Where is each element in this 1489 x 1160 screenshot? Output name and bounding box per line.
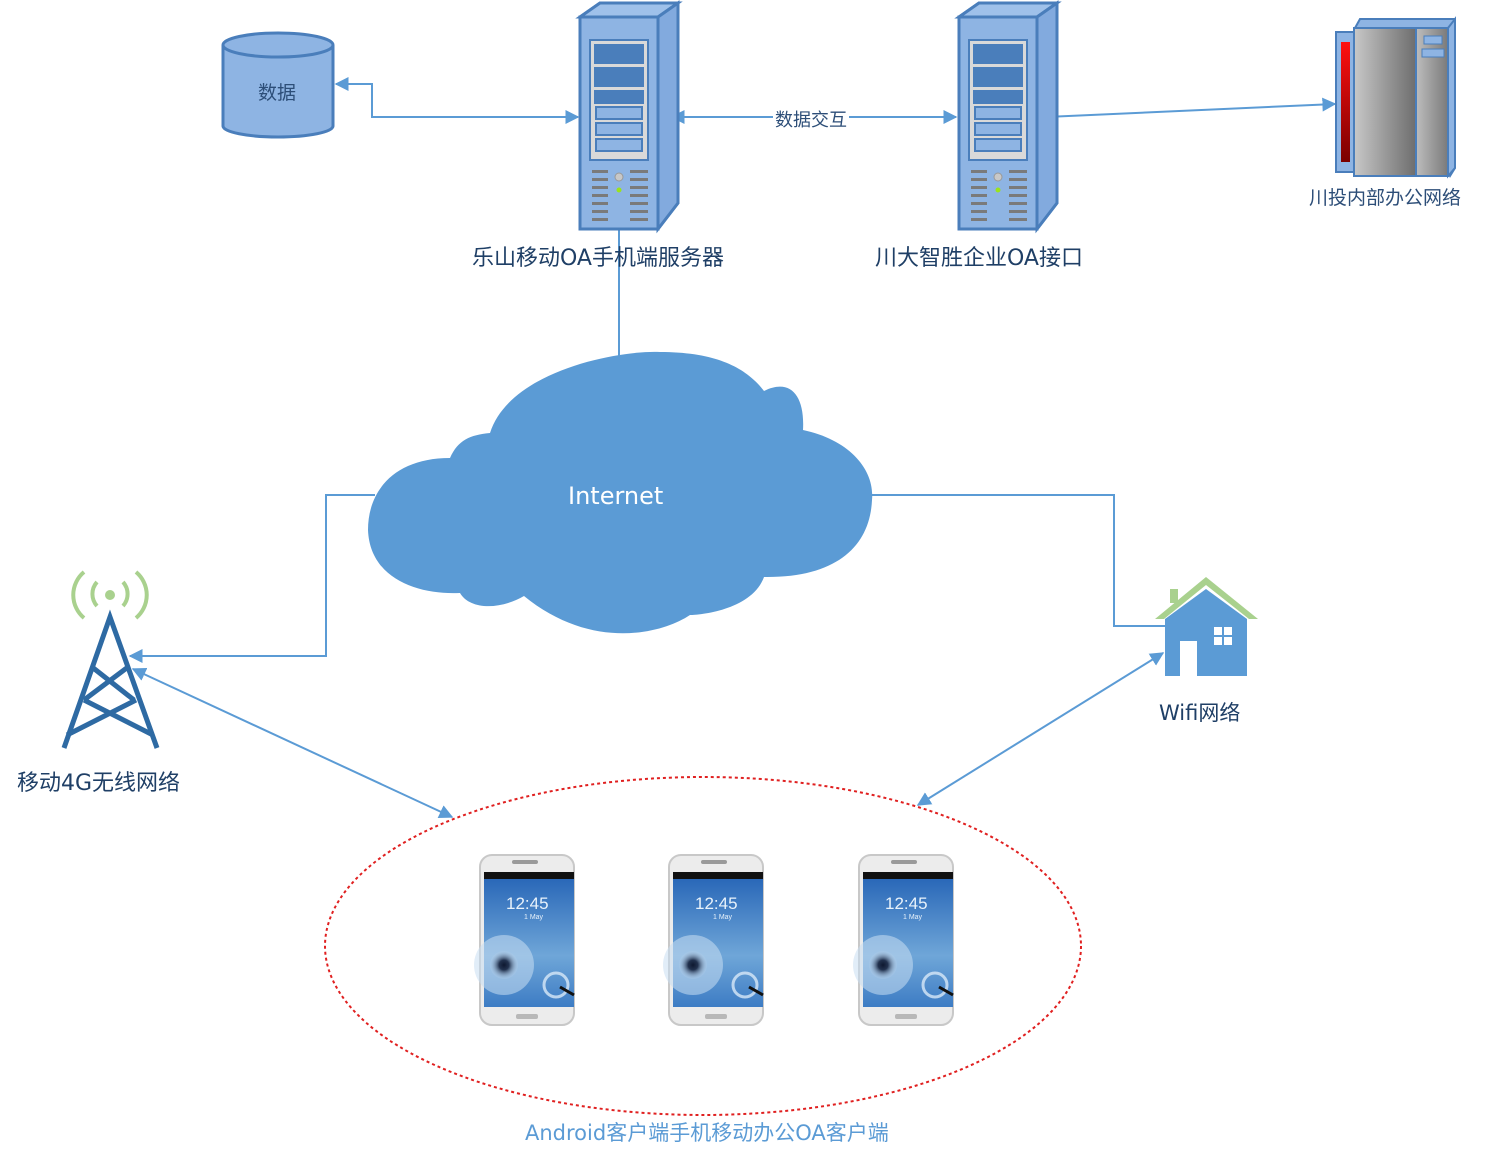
house-icon [1155, 577, 1258, 676]
oa-interface-node[interactable] [957, 1, 1059, 231]
database-node[interactable] [221, 31, 335, 139]
phone-date: 1 May [524, 914, 544, 921]
database-label: 数据 [258, 82, 297, 104]
client-phone-2[interactable]: 12:45 1 May [661, 853, 765, 1027]
tower-server-icon [578, 1, 680, 231]
client-phone-1[interactable]: 12:45 1 May [472, 853, 576, 1027]
phone-time: 12:45 [885, 894, 928, 913]
internet-node[interactable] [368, 351, 873, 634]
data-exchange-label: 数据交互 [773, 106, 849, 132]
mobile-oa-server-label: 乐山移动OA手机端服务器 [472, 246, 724, 271]
clients-boundary [324, 776, 1082, 1116]
phone-time: 12:45 [695, 894, 738, 913]
cell-tower-icon [61, 570, 160, 749]
edge-tower-clients [131, 667, 454, 819]
wifi-label: Wifi网络 [1159, 701, 1241, 725]
oa-interface-label: 川大智胜企业OA接口 [875, 246, 1083, 271]
phone-time: 12:45 [506, 894, 549, 913]
smartphone-icon [851, 853, 955, 1027]
mobile-oa-server-node[interactable] [578, 1, 680, 231]
edge-internet-tower [128, 494, 375, 663]
tower-server-icon [957, 1, 1059, 231]
intranet-node[interactable] [1335, 16, 1456, 179]
edge-server-database [334, 77, 580, 124]
phone-date: 1 May [903, 914, 923, 921]
clients-group: 12:45 1 May 12:45 1 May 12:45 1 May [324, 776, 1082, 1116]
internet-label: Internet [568, 482, 664, 510]
client-phone-3[interactable]: 12:45 1 May [851, 853, 955, 1027]
clients-label: Android客户端手机移动办公OA客户端 [525, 1121, 889, 1145]
edge-wifi-clients [916, 652, 1165, 806]
intranet-label: 川投内部办公网络 [1309, 187, 1462, 209]
wifi-node[interactable] [1155, 577, 1258, 676]
cloud-icon [368, 351, 873, 634]
smartphone-icon [472, 853, 576, 1027]
smartphone-icon [661, 853, 765, 1027]
edges [128, 77, 1337, 819]
cell-tower-node[interactable] [61, 570, 160, 749]
phone-date: 1 May [713, 914, 733, 921]
edge-interface-intranet [1045, 97, 1337, 118]
database-cylinder-icon [221, 31, 335, 139]
cell-tower-label: 移动4G无线网络 [17, 771, 181, 796]
mainframe-icon [1335, 16, 1456, 179]
edge-internet-wifi [865, 494, 1165, 627]
